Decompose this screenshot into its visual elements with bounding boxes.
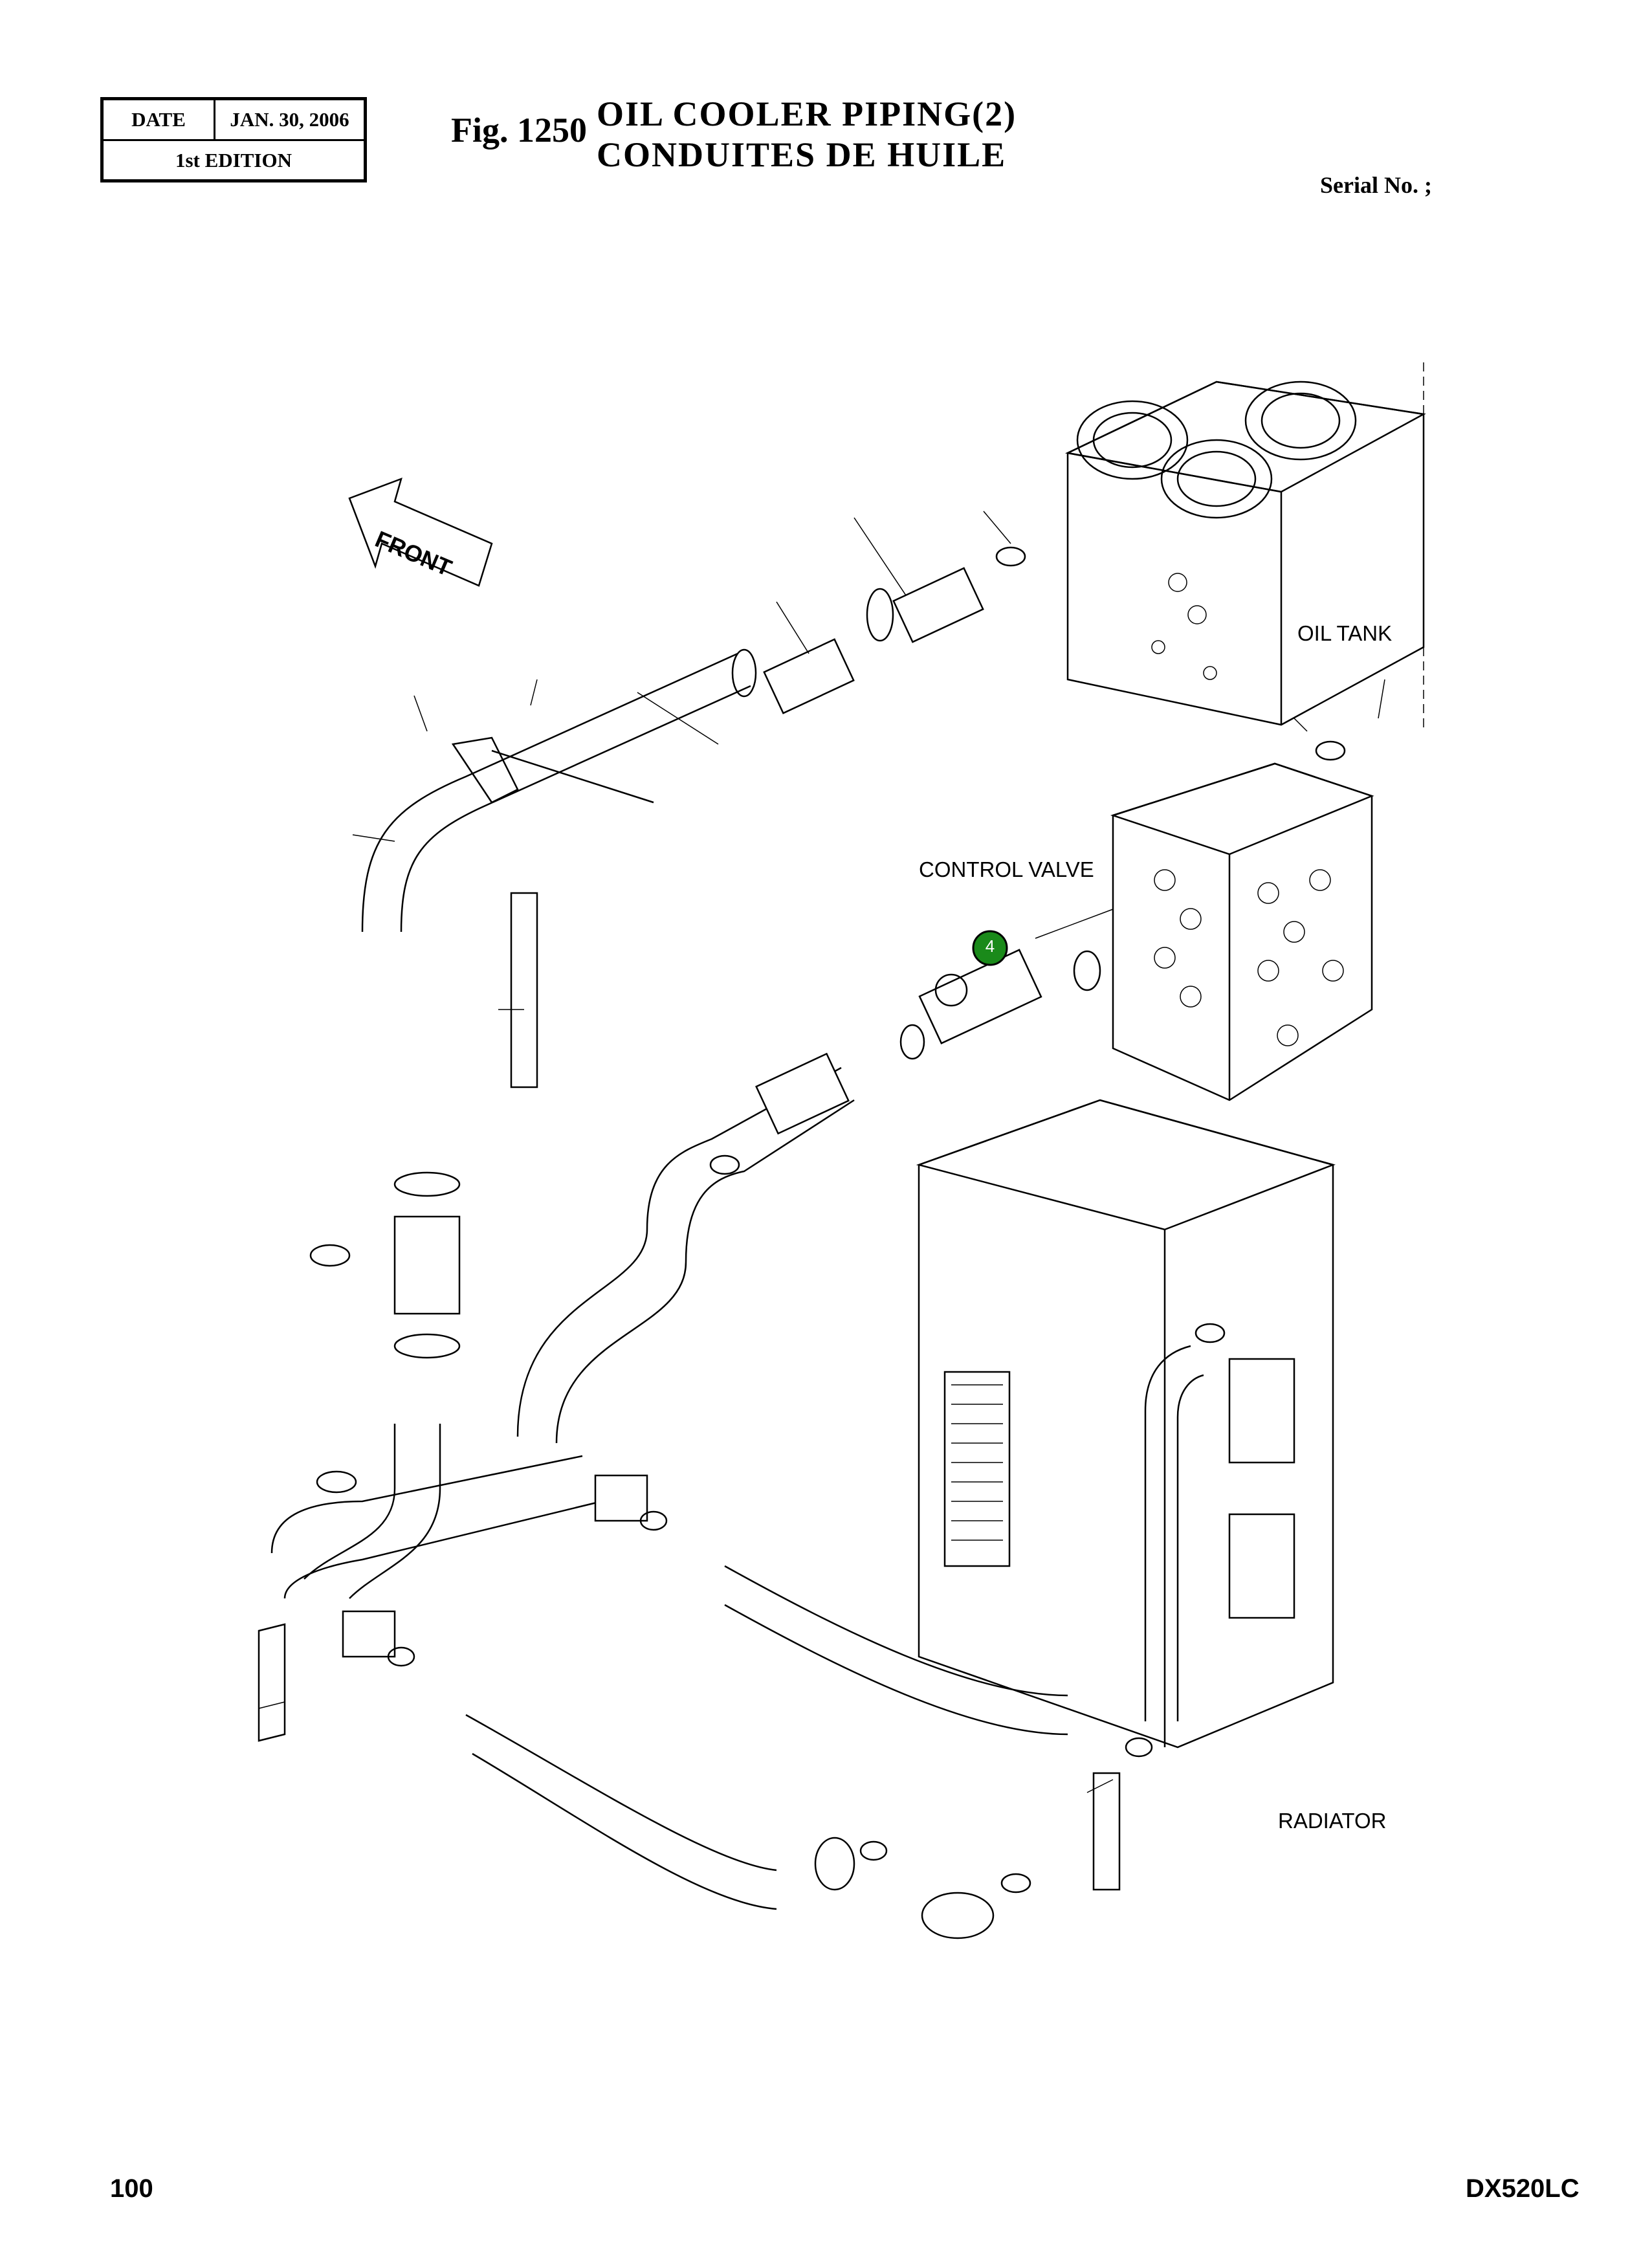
control-valve bbox=[1110, 762, 1374, 1101]
date-label: DATE bbox=[104, 100, 215, 139]
radiator-return-pipe bbox=[1144, 1323, 1226, 1721]
o-rings bbox=[309, 546, 1346, 1861]
page-number: 100 bbox=[110, 2174, 153, 2203]
front-arrow-icon bbox=[348, 477, 493, 587]
model-number: DX520LC bbox=[1466, 2174, 1580, 2203]
date-row: DATE JAN. 30, 2006 bbox=[104, 100, 364, 141]
edition-label: 1st EDITION bbox=[175, 148, 292, 171]
leader-lines bbox=[258, 511, 1385, 1793]
control-valve-callout: CONTROL VALVE bbox=[919, 857, 1094, 881]
lower-hose-right bbox=[724, 1565, 1068, 1736]
upper-bracket bbox=[451, 736, 654, 1088]
title-french: CONDUITES DE HUILE bbox=[597, 135, 1007, 174]
item-4-highlight[interactable] bbox=[972, 930, 1008, 966]
oil-tank-callout: OIL TANK bbox=[1297, 621, 1393, 645]
upper-suction-pipe bbox=[361, 567, 984, 933]
serial-number-label: Serial No. ; bbox=[1320, 172, 1432, 198]
oil-tank bbox=[1064, 362, 1426, 731]
title-english: OIL COOLER PIPING(2) bbox=[597, 94, 1017, 133]
middle-s-pipe bbox=[516, 949, 1042, 1444]
bottom-flanges bbox=[814, 1772, 1121, 1939]
radiator bbox=[916, 1099, 1336, 1749]
radiator-callout: RADIATOR bbox=[1278, 1809, 1387, 1833]
left-vertical-hose bbox=[303, 1171, 461, 1599]
figure-number: Fig. 1250 bbox=[451, 111, 587, 149]
bottom-header-pipe bbox=[258, 1455, 648, 1742]
date-value: JAN. 30, 2006 bbox=[230, 108, 349, 131]
item-4-number[interactable]: 4 bbox=[985, 936, 995, 956]
lower-hose-left bbox=[465, 1714, 777, 1910]
date-box: DATE JAN. 30, 2006 1st EDITION bbox=[100, 97, 367, 182]
